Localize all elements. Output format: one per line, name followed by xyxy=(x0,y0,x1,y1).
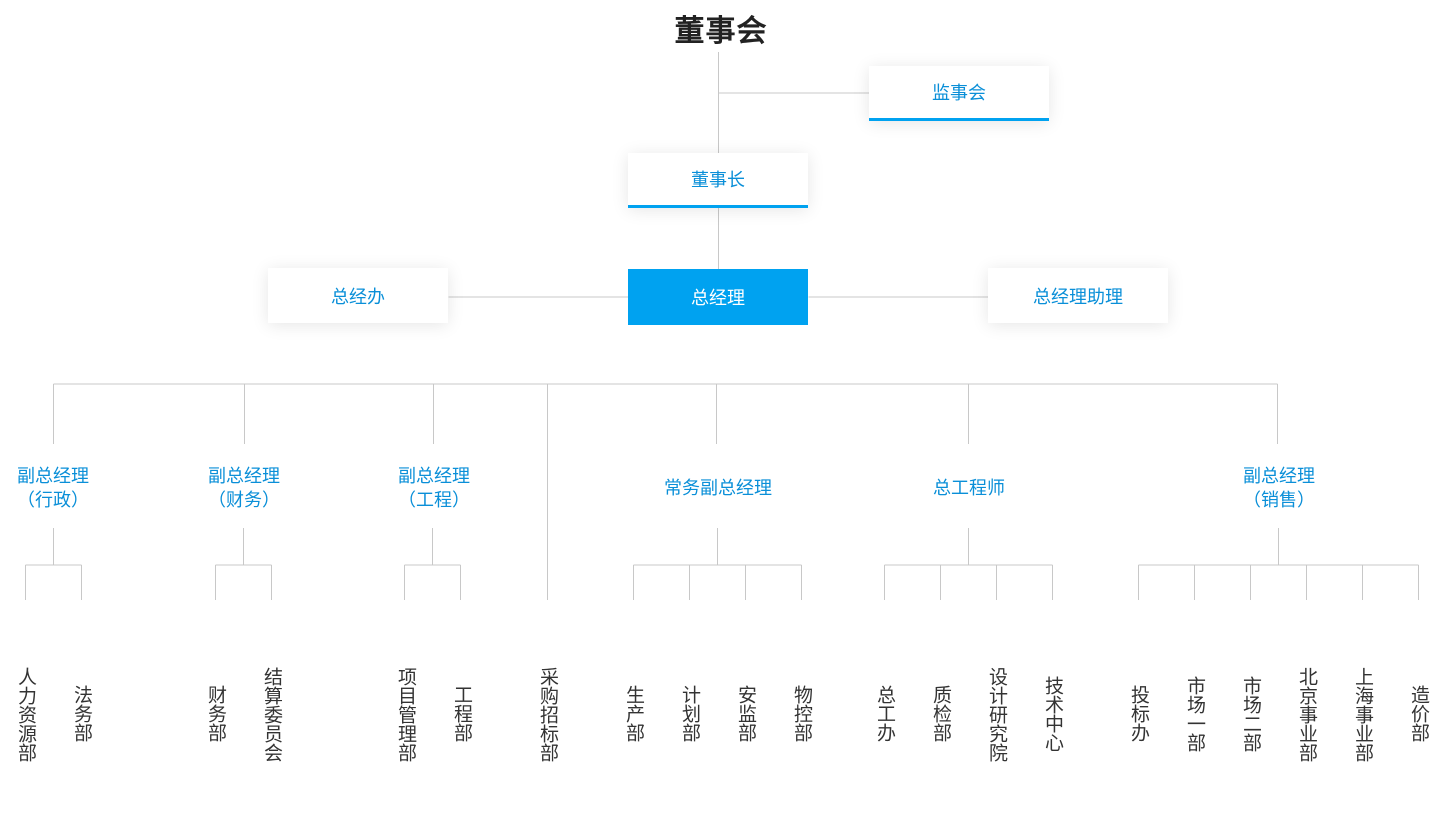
dept-project-management[interactable]: 项目管理部 xyxy=(395,667,417,762)
dept-procurement[interactable]: 采购招标部 xyxy=(537,667,559,762)
dept-legal[interactable]: 法务部 xyxy=(71,685,93,742)
vp-admin-title: 副总经理 xyxy=(17,466,89,487)
dept-shanghai[interactable]: 上海事业部 xyxy=(1352,667,1374,762)
dept-tech-center[interactable]: 技术中心 xyxy=(1042,676,1064,752)
vp-finance-title: 副总经理 xyxy=(208,466,280,487)
gm-office-label: 总经办 xyxy=(331,286,385,308)
vp-engineering-sub: （工程） xyxy=(398,490,470,511)
dept-quality[interactable]: 质检部 xyxy=(930,685,952,742)
vp-engineering[interactable]: 副总经理 （工程） xyxy=(334,465,534,513)
dept-planning[interactable]: 计划部 xyxy=(679,685,701,742)
supervisory-board-box[interactable]: 监事会 xyxy=(869,66,1049,121)
dept-market-1[interactable]: 市场一部 xyxy=(1184,676,1206,752)
vp-sales-title: 副总经理 xyxy=(1243,466,1315,487)
general-manager-label: 总经理 xyxy=(691,288,745,309)
vp-admin-sub: （行政） xyxy=(17,490,89,511)
dept-production[interactable]: 生产部 xyxy=(623,685,645,742)
chairman-label: 董事长 xyxy=(691,170,745,191)
vp-finance[interactable]: 副总经理 （财务） xyxy=(144,465,344,513)
dept-bidding-office[interactable]: 投标办 xyxy=(1128,685,1150,742)
vp-finance-sub: （财务） xyxy=(208,490,280,511)
board-of-directors-title: 董事会 xyxy=(674,14,768,49)
executive-vp[interactable]: 常务副总经理 xyxy=(618,477,818,501)
dept-engineering[interactable]: 工程部 xyxy=(451,685,473,742)
chief-engineer[interactable]: 总工程师 xyxy=(869,477,1069,501)
gm-assistant-label: 总经理助理 xyxy=(1033,286,1123,308)
executive-vp-title: 常务副总经理 xyxy=(664,478,772,499)
dept-hr[interactable]: 人力资源部 xyxy=(15,667,37,762)
dept-settlement-committee[interactable]: 结算委员会 xyxy=(261,667,283,762)
gm-office-box[interactable]: 总经办 xyxy=(268,268,448,323)
dept-beijing[interactable]: 北京事业部 xyxy=(1296,667,1318,762)
vp-admin[interactable]: 副总经理 （行政） xyxy=(0,465,153,513)
dept-materials[interactable]: 物控部 xyxy=(791,685,813,742)
gm-assistant-box[interactable]: 总经理助理 xyxy=(988,268,1168,323)
dept-market-2[interactable]: 市场二部 xyxy=(1240,676,1262,752)
chairman-box[interactable]: 董事长 xyxy=(628,153,808,208)
dept-cost[interactable]: 造价部 xyxy=(1408,685,1430,742)
dept-finance[interactable]: 财务部 xyxy=(205,685,227,742)
vp-engineering-title: 副总经理 xyxy=(398,466,470,487)
dept-design-institute[interactable]: 设计研究院 xyxy=(986,667,1008,762)
dept-safety[interactable]: 安监部 xyxy=(735,685,757,742)
general-manager-box[interactable]: 总经理 xyxy=(628,269,808,325)
vp-sales[interactable]: 副总经理 （销售） xyxy=(1179,465,1379,513)
chief-engineer-title: 总工程师 xyxy=(933,478,1005,499)
supervisory-board-label: 监事会 xyxy=(932,83,986,104)
dept-chief-engineer-office[interactable]: 总工办 xyxy=(874,685,896,742)
vp-sales-sub: （销售） xyxy=(1243,490,1315,511)
